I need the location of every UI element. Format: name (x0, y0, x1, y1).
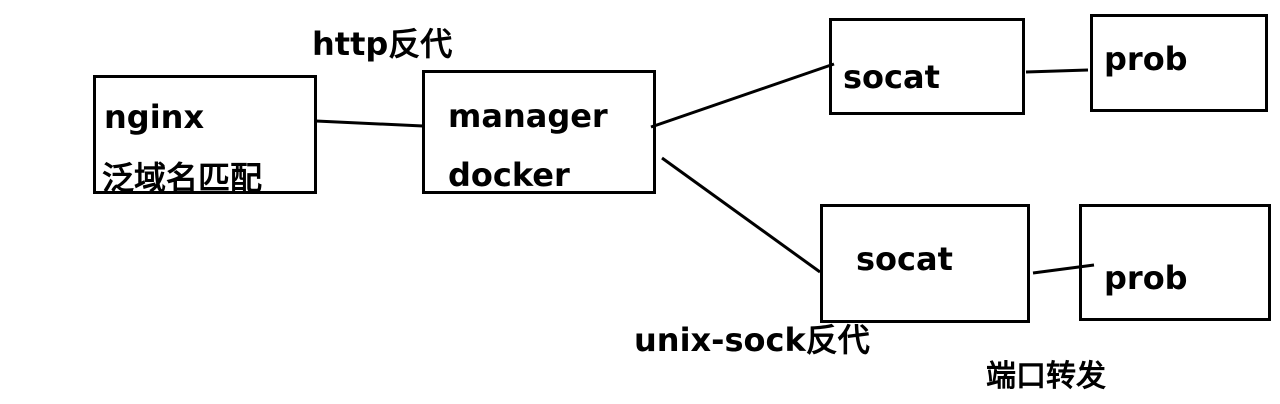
edge-nginx-manager (315, 119, 424, 128)
docker-label: docker (448, 156, 570, 194)
nginx-subtitle: 泛域名匹配 (102, 159, 263, 197)
port-forward-label: 端口转发 (986, 359, 1106, 394)
edge-manager-socat-top (650, 62, 835, 129)
socat-box-top (829, 18, 1025, 115)
nginx-label: nginx (104, 98, 205, 136)
edge-manager-socat-bottom (661, 156, 821, 274)
manager-label: manager (448, 97, 608, 135)
manager-box (422, 70, 656, 194)
socat-label-bottom: socat (856, 240, 953, 278)
http-proxy-label: http反代 (312, 25, 453, 63)
prob-label-top: prob (1104, 40, 1188, 78)
socat-label-top: socat (843, 58, 940, 96)
nginx-box (93, 75, 317, 194)
unix-sock-proxy-label: unix-sock反代 (634, 321, 870, 359)
edge-socat-prob-bottom (1032, 263, 1095, 275)
edge-socat-prob-top (1025, 68, 1089, 74)
prob-box-bottom (1079, 204, 1271, 321)
prob-box-top (1090, 14, 1268, 112)
socat-box-bottom (820, 204, 1030, 323)
prob-label-bottom: prob (1104, 259, 1188, 297)
